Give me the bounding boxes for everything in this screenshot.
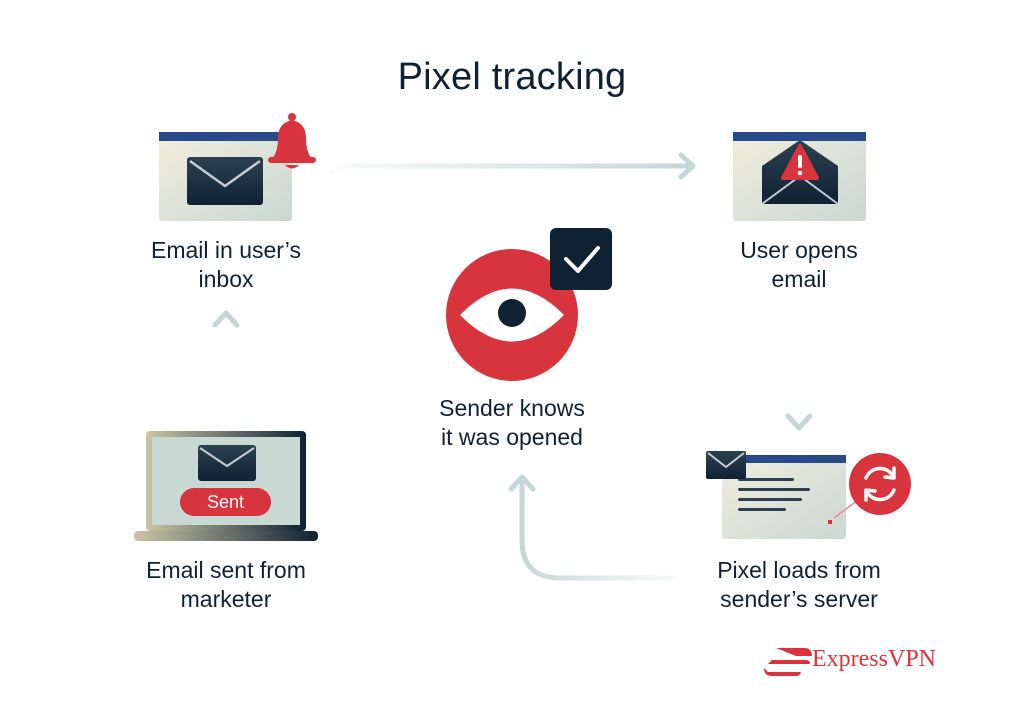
arrow-open-to-pixel [785,309,813,431]
sent-button-label: Sent [206,492,245,512]
arrow-inbox-to-open [330,152,696,180]
arrow-marketer-to-inbox [212,310,240,421]
bell-icon [268,113,316,169]
step-pixel-loads: Pixel loads from sender’s server [679,556,919,614]
step-line: inbox [198,266,254,292]
step-sender-knows: Sender knows it was opened [392,394,632,452]
step-line: email [771,266,827,292]
step-line: it was opened [441,424,583,450]
step-line: User opens [740,237,858,263]
inbox-window-icon [159,132,292,221]
warning-icon [781,144,819,180]
step-line: Email sent from [146,557,306,583]
step-user-opens-email: User opens email [679,236,919,294]
expressvpn-logo-icon [764,648,812,676]
small-envelope-icon [706,451,746,479]
refresh-icon [849,453,911,515]
step-line: marketer [180,586,272,612]
step-line: Sender knows [439,395,585,421]
brand-name: ExpressVPN [812,646,936,672]
step-line: sender’s server [720,586,878,612]
arrow-pixel-to-sender [508,474,679,581]
step-line: Email in user’s [151,237,301,263]
laptop-icon [134,431,318,541]
diagram-title: Pixel tracking [397,56,627,98]
checkmark-icon [550,228,612,290]
pixel-window-icon [722,455,859,539]
step-email-in-inbox: Email in user’s inbox [106,236,346,294]
eye-icon [446,249,578,381]
step-line: Pixel loads from [717,557,881,583]
step-email-sent: Email sent from marketer [106,556,346,614]
